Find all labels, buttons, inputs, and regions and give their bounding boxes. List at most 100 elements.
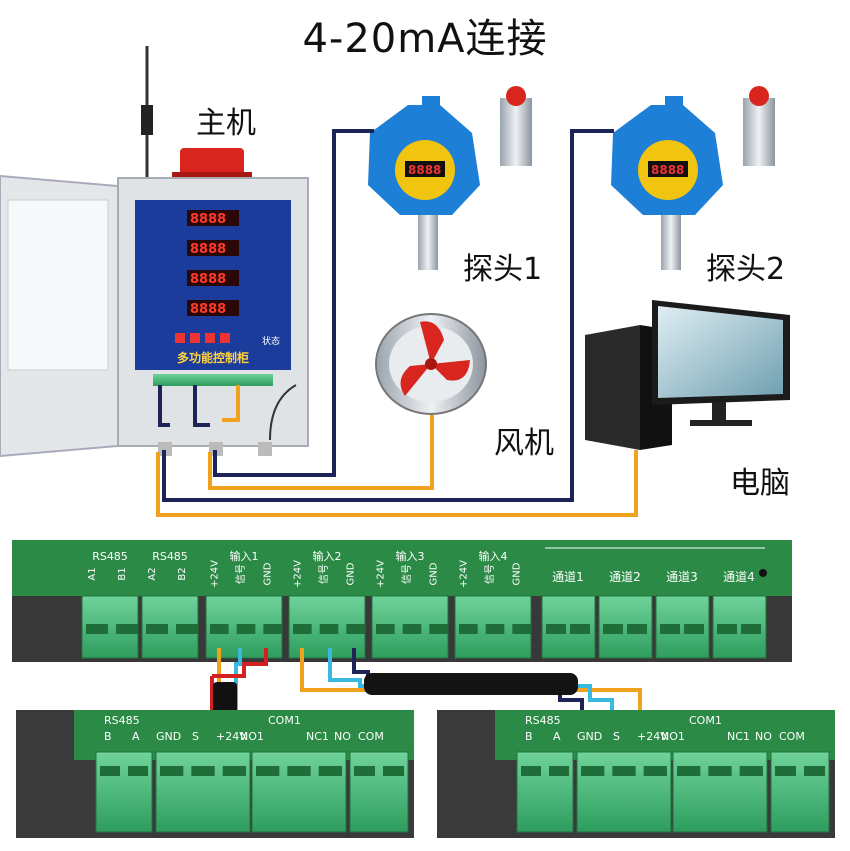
top-wiring: [156, 129, 638, 517]
probe-pin-label: A: [553, 730, 561, 743]
terminal-pin-label: 信号: [401, 564, 413, 584]
label-computer: 电脑: [730, 466, 790, 501]
probe-com-label: COM1: [268, 714, 301, 727]
cable-sleeve-right: [364, 673, 578, 695]
probe-pin-label: B: [104, 730, 112, 743]
terminal-pin-label: +24V: [375, 560, 386, 588]
probe2-detector: 8888: [611, 86, 775, 270]
terminal-screw-slot: [402, 624, 422, 634]
terminal-screw-slot: [376, 624, 395, 634]
probe-pin-label: NO1: [240, 730, 264, 743]
terminal-pin-label: 信号: [318, 564, 330, 584]
terminal-screw-slot: [319, 624, 339, 634]
probe-relay-pin-label: COM: [358, 730, 384, 743]
relay-channel-label: 通道2: [609, 570, 641, 584]
terminal-group-header: 输入1: [230, 549, 259, 563]
probe-pin-label: +24V: [216, 730, 247, 743]
terminal-screw-slot: [459, 624, 478, 634]
relay-channel-label: 通道3: [666, 570, 698, 584]
probe1-detector: 8888: [368, 86, 532, 270]
probe-terminal-block: [251, 751, 347, 833]
probe-relay-pin-label: NO: [755, 730, 772, 743]
antenna-icon: [141, 46, 153, 180]
probe-relay-pin-label: NO: [334, 730, 351, 743]
panel-name: 多功能控制柜: [177, 350, 249, 365]
terminal-screw-slot: [485, 624, 505, 634]
terminal-screw-slot: [86, 624, 108, 634]
terminal-group-header: 输入3: [396, 549, 425, 563]
svg-text:8888: 8888: [408, 163, 441, 177]
relay-channel-label: 通道4: [723, 570, 755, 584]
relay-channel-label: 通道1: [552, 570, 584, 584]
probe-terminal-block: [770, 751, 830, 833]
terminal-group-header: RS485: [92, 550, 128, 563]
probe-terminal-block: [672, 751, 768, 833]
terminal-pin-label: GND: [346, 562, 357, 585]
fan-icon: [375, 313, 487, 415]
label-fan: 风机: [494, 426, 554, 461]
terminal-pin-label: B1: [117, 567, 128, 580]
probe-terminal-block: [516, 751, 574, 833]
terminal-screw-slot: [293, 624, 312, 634]
terminal-pin-label: A2: [147, 567, 158, 580]
svg-text:8888: 8888: [651, 163, 684, 177]
probe-pin-label: A: [132, 730, 140, 743]
terminal-screw-slot: [116, 624, 138, 634]
terminal-pin-label: GND: [512, 562, 523, 585]
alarm-light-icon: [172, 148, 252, 182]
terminal-screw-slot: [146, 624, 168, 634]
terminal-pin-label: +24V: [209, 560, 220, 588]
terminal-pin-label: B2: [177, 567, 188, 580]
display-rows: [187, 210, 239, 316]
probe-terminal-block: [576, 751, 672, 833]
terminal-screw-slot: [512, 624, 531, 634]
terminal-screw-slot: [346, 624, 365, 634]
terminal-pin-label: A1: [87, 567, 98, 580]
probe-pin-label: GND: [156, 730, 181, 743]
label-host: 主机: [196, 106, 256, 141]
svg-text:8888: 8888: [190, 272, 226, 287]
terminal-group-header: 输入2: [313, 549, 342, 563]
terminal-screw-slot: [236, 624, 256, 634]
terminal-screw-slot: [176, 624, 198, 634]
svg-text:8888: 8888: [190, 302, 226, 317]
probe-relay-pin-label: NC1: [306, 730, 329, 743]
terminal-screw-slot: [429, 624, 448, 634]
probe-pin-label: GND: [577, 730, 602, 743]
svg-text:8888: 8888: [190, 242, 226, 257]
probe-com-label: COM1: [689, 714, 722, 727]
terminal-pin-label: +24V: [292, 560, 303, 588]
probe-relay-pin-label: COM: [779, 730, 805, 743]
probe-pin-label: S: [192, 730, 199, 743]
terminal-pin-label: +24V: [458, 560, 469, 588]
terminal-group-header: RS485: [152, 550, 188, 563]
host-cabinet: 8888 8888 8888 8888 多功能控制柜 状态: [0, 174, 309, 458]
terminal-screw-slot: [263, 624, 282, 634]
terminal-screw-slot: [210, 624, 229, 634]
label-probe2: 探头2: [706, 252, 786, 287]
probe-rs485-label: RS485: [104, 714, 140, 727]
probe-terminal-block: [95, 751, 153, 833]
probe-terminal-block: [155, 751, 251, 833]
probe-terminal-block: [349, 751, 409, 833]
terminal-pin-label: GND: [263, 562, 274, 585]
svg-text:8888: 8888: [190, 212, 226, 227]
panel-status-label: 状态: [262, 335, 280, 347]
probe-rs485-label: RS485: [525, 714, 561, 727]
probe-pin-label: S: [613, 730, 620, 743]
terminal-group-header: 输入4: [479, 549, 508, 563]
probe-pin-label: B: [525, 730, 533, 743]
diagram-title: 4-20mA连接: [302, 16, 548, 62]
label-probe1: 探头1: [463, 252, 543, 287]
probe-relay-pin-label: NC1: [727, 730, 750, 743]
computer-icon: [585, 300, 790, 450]
terminal-pin-label: 信号: [484, 564, 496, 584]
probe-pin-label: NO1: [661, 730, 685, 743]
panel-buttons: [175, 333, 230, 343]
probe-pin-label: +24V: [637, 730, 668, 743]
terminal-pin-label: 信号: [235, 564, 247, 584]
